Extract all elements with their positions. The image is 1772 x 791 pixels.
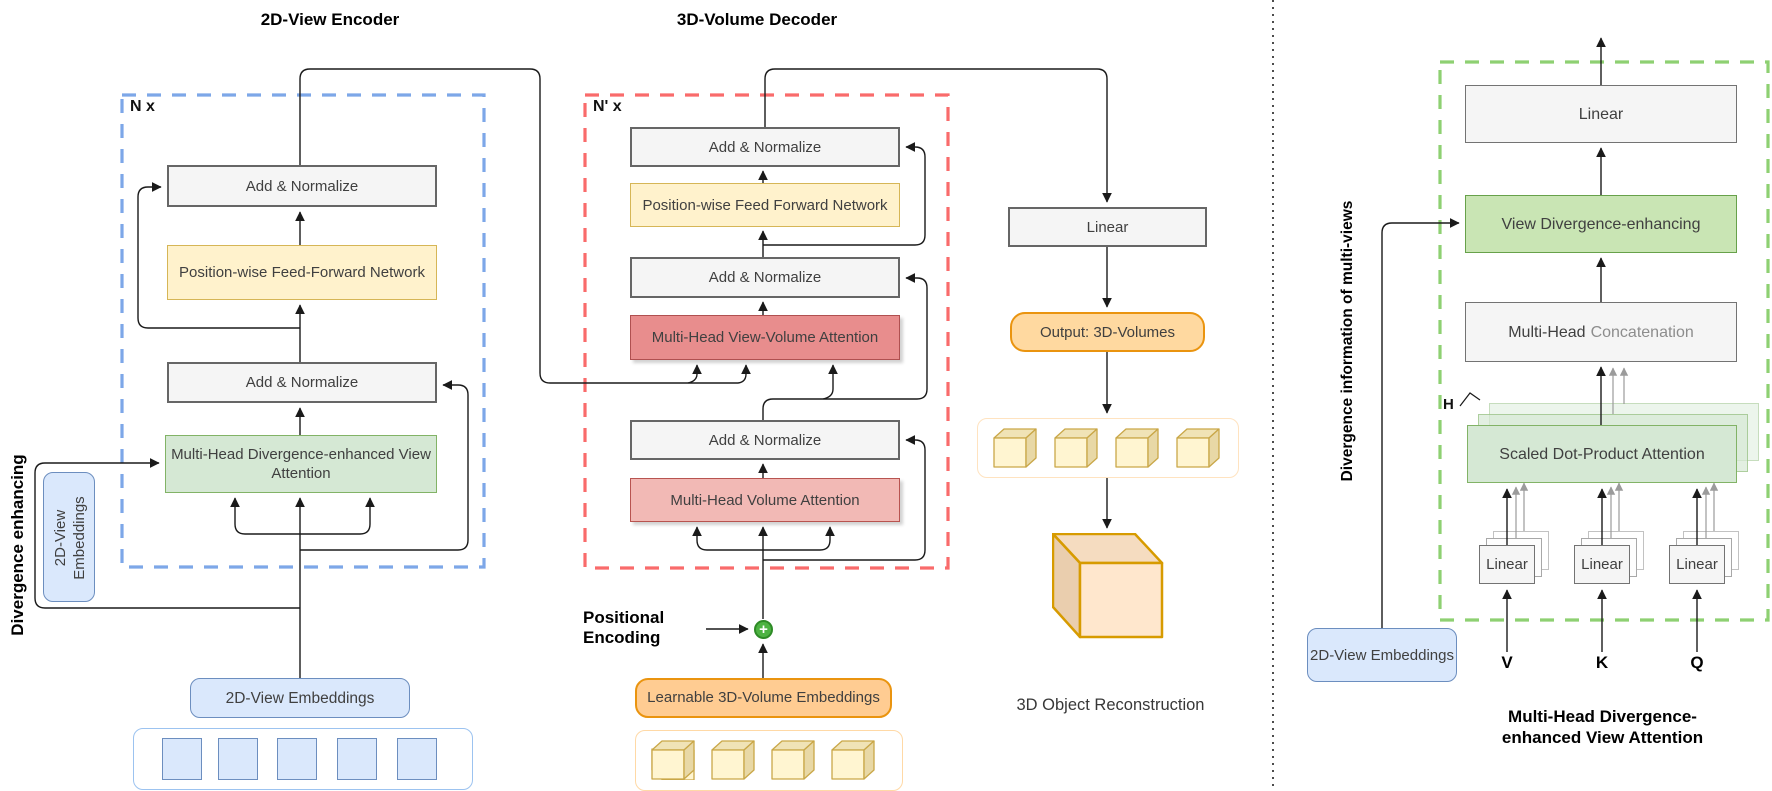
encoder-add-normalize-bottom: Add & Normalize: [167, 362, 437, 403]
plus-glyph: +: [759, 621, 768, 638]
decoder-title: 3D-Volume Decoder: [676, 10, 838, 29]
concat-prefix: Multi-Head: [1508, 323, 1586, 341]
output-linear: Linear: [1008, 207, 1207, 247]
output-cube-icon: [1115, 428, 1159, 468]
encoder-loop-label: N x: [130, 98, 155, 115]
concat-suffix: Concatenation: [1590, 323, 1694, 341]
encoder-add-normalize-top: Add & Normalize: [167, 165, 437, 207]
decoder-add-normalize-top: Add & Normalize: [630, 127, 900, 167]
reconstruction-caption: 3D Object Reconstruction: [1016, 696, 1205, 714]
encoder-title: 2D-View Encoder: [260, 10, 400, 29]
encoder-embeddings-input: 2D-View Embeddings: [190, 678, 410, 718]
encoder-embeddings-side: 2D-View Embeddings: [43, 472, 95, 602]
heads-count-label: H: [1443, 396, 1454, 413]
reconstructed-cube-icon: [1052, 533, 1164, 639]
encoder-embeddings-side-label: 2D-View Embeddings: [52, 496, 88, 580]
heads-brace: [1459, 392, 1481, 407]
view-image-icon: [162, 738, 202, 780]
decoder-volume-attention: Multi-Head Volume Attention: [630, 478, 900, 522]
plus-icon: +: [754, 620, 773, 639]
output-cube-icon: [993, 428, 1037, 468]
detail-caption: Multi-Head Divergence-enhanced View Atte…: [1501, 707, 1704, 747]
multi-head-concatenation: Multi-Head Concatenation: [1465, 302, 1737, 362]
linear-k: Linear: [1574, 545, 1630, 584]
view-image-icon: [277, 738, 317, 780]
output-cube-icon: [1054, 428, 1098, 468]
encoder-feed-forward: Position-wise Feed-Forward Network: [167, 245, 437, 300]
volume-cube-icon: [711, 740, 755, 780]
view-image-icon: [218, 738, 258, 780]
positional-encoding-label: Positional Encoding: [583, 608, 665, 647]
decoder-loop-label: N' x: [593, 98, 622, 115]
encoder-view-attention: Multi-Head Divergence-enhanced View Atte…: [165, 435, 437, 493]
k-label: K: [1595, 653, 1609, 672]
decoder-add-normalize-mid: Add & Normalize: [630, 257, 900, 298]
detail-linear-top: Linear: [1465, 85, 1737, 143]
linear-v: Linear: [1479, 545, 1535, 584]
divergence-information-label: Divergence information of multi-views: [1339, 200, 1356, 482]
decoder-view-volume-attention: Multi-Head View-Volume Attention: [630, 315, 900, 360]
v-label: V: [1501, 653, 1513, 672]
divergence-enhancing-label: Divergence enhancing: [8, 454, 27, 636]
view-image-icon: [397, 738, 437, 780]
detail-embeddings: 2D-View Embeddings: [1307, 628, 1457, 682]
volume-cube-icon: [831, 740, 875, 780]
linear-q: Linear: [1669, 545, 1725, 584]
decoder-add-normalize-bottom: Add & Normalize: [630, 420, 900, 460]
view-divergence-enhancing: View Divergence-enhancing: [1465, 195, 1737, 253]
volume-cube-icon: [771, 740, 815, 780]
q-label: Q: [1690, 653, 1704, 672]
view-image-icon: [337, 738, 377, 780]
learnable-embeddings: Learnable 3D-Volume Embeddings: [635, 678, 892, 718]
volume-cube-icon: [651, 740, 695, 780]
decoder-feed-forward: Position-wise Feed Forward Network: [630, 183, 900, 227]
scaled-dot-product-attention: Scaled Dot-Product Attention: [1467, 425, 1737, 483]
output-volumes: Output: 3D-Volumes: [1010, 312, 1205, 352]
output-cube-icon: [1176, 428, 1220, 468]
